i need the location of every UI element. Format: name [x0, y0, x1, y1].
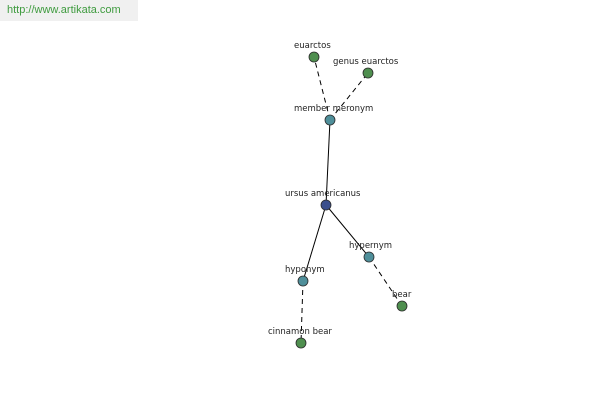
node-hypernym[interactable]: hypernym — [349, 241, 392, 263]
node-label-bear: bear — [392, 290, 412, 300]
node-dot-bear[interactable] — [396, 300, 408, 312]
edge-member-meronym-to-euarctos — [313, 56, 331, 121]
edge-hypernym-to-bear — [368, 256, 403, 307]
node-dot-hyponym[interactable] — [297, 275, 309, 287]
node-dot-cinnamon-bear[interactable] — [295, 337, 307, 349]
watermark-url: http://www.artikata.com — [0, 0, 138, 21]
node-label-ursus-americanus: ursus americanus — [285, 189, 361, 199]
edge-member-meronym-to-genus-euarctos — [329, 72, 369, 121]
node-label-euarctos: euarctos — [294, 41, 331, 51]
node-label-genus-euarctos: genus euarctos — [333, 57, 399, 67]
node-member-meronym[interactable]: member meronym — [294, 104, 373, 126]
node-euarctos[interactable]: euarctos — [294, 41, 331, 63]
edges-layer — [300, 56, 403, 344]
node-label-member-meronym: member meronym — [294, 104, 373, 114]
node-dot-member-meronym[interactable] — [324, 114, 336, 126]
node-label-hypernym: hypernym — [349, 241, 392, 251]
node-dot-ursus-americanus[interactable] — [320, 199, 332, 211]
node-hyponym[interactable]: hyponym — [285, 265, 325, 287]
edge-ursus-americanus-to-hyponym — [302, 204, 327, 282]
node-dot-euarctos[interactable] — [308, 51, 320, 63]
node-bear[interactable]: bear — [392, 290, 412, 312]
node-label-hyponym: hyponym — [285, 265, 325, 275]
edge-hyponym-to-cinnamon-bear — [300, 280, 304, 344]
edge-ursus-americanus-to-member-meronym — [325, 119, 331, 206]
node-ursus-americanus[interactable]: ursus americanus — [285, 189, 361, 211]
nodes-layer: ursus americanus member meronym hyponym hyp… — [268, 41, 412, 349]
node-dot-hypernym[interactable] — [363, 251, 375, 263]
node-label-cinnamon-bear: cinnamon bear — [268, 327, 332, 337]
node-cinnamon-bear[interactable]: cinnamon bear — [268, 327, 332, 349]
node-dot-genus-euarctos[interactable] — [362, 67, 374, 79]
edge-ursus-americanus-to-hypernym — [325, 204, 370, 258]
node-genus-euarctos[interactable]: genus euarctos — [333, 57, 399, 79]
